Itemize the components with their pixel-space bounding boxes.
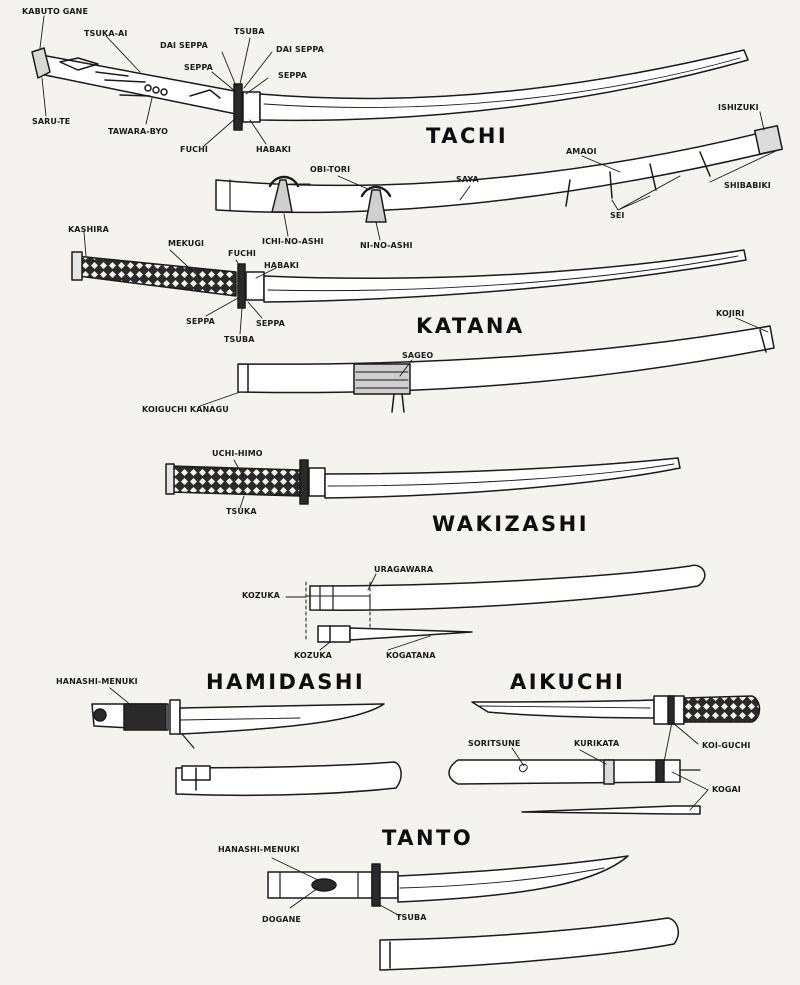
tanto-saya <box>379 917 680 971</box>
tachi-ichi-no-ashi <box>271 179 293 213</box>
label-koi-guchi: KOI-GUCHI <box>702 741 751 750</box>
label-tsuka-ai: TSUKA-AI <box>84 29 128 38</box>
label-habaki-tachi: HABAKI <box>256 145 291 154</box>
label-sei: SEI <box>610 211 625 220</box>
leader-lines <box>39 15 779 917</box>
aikuchi-title: AIKUCHI <box>510 670 626 694</box>
label-kozuka-bottom: KOZUKA <box>294 651 332 660</box>
katana-kashira <box>71 251 83 281</box>
aikuchi-sword <box>471 695 761 725</box>
katana-tsuba <box>237 263 246 309</box>
label-hanashi-menuki-tanto: HANASHI-MENUKI <box>218 845 300 854</box>
label-shibabiki: SHIBABIKI <box>724 181 771 190</box>
katana-sword <box>71 249 747 309</box>
tachi-title: TACHI <box>426 124 509 148</box>
label-tsuka-wakizashi: TSUKA <box>226 507 257 516</box>
katana-blade <box>263 249 747 303</box>
tachi-ni-no-ashi <box>365 189 387 223</box>
tanto-title: TANTO <box>382 826 474 850</box>
label-kojiri: KOJIRI <box>716 309 745 318</box>
label-uchi-himo: UCHI-HIMO <box>212 449 263 458</box>
tachi-ishizuki-fitting <box>753 125 783 155</box>
label-kozuka-top: KOZUKA <box>242 591 280 600</box>
label-kogatana: KOGATANA <box>386 651 436 660</box>
label-ichi-no-ashi: ICHI-NO-ASHI <box>262 237 324 246</box>
hamidashi-saya <box>175 761 402 797</box>
label-fuchi-tachi: FUCHI <box>180 145 209 154</box>
label-soritsune: SORITSUNE <box>468 739 521 748</box>
tanto-scabbard <box>379 917 680 971</box>
label-saya: SAYA <box>456 175 479 184</box>
label-seppa-left-katana: SEPPA <box>186 317 215 326</box>
wakizashi-saya <box>309 564 706 611</box>
katana-title: KATANA <box>416 314 525 338</box>
kozuka-kogatana <box>317 625 473 643</box>
aikuchi-tsuka <box>683 695 761 723</box>
label-saru-te: SARU-TE <box>32 117 71 126</box>
hamidashi-title: HAMIDASHI <box>206 670 366 694</box>
wakizashi-tsuka <box>169 465 301 497</box>
label-dai-seppa-left: DAI SEPPA <box>160 41 208 50</box>
hamidashi-habaki <box>169 699 181 735</box>
label-fuchi-katana: FUCHI <box>228 249 257 258</box>
label-ishizuki: ISHIZUKI <box>718 103 759 112</box>
label-seppa-right-katana: SEPPA <box>256 319 285 328</box>
label-amaoi: AMAOI <box>566 147 597 156</box>
wakizashi-title: WAKIZASHI <box>432 512 590 536</box>
tanto-tsuba <box>371 863 381 907</box>
wakizashi-sword <box>165 457 681 505</box>
label-seppa-right-tachi: SEPPA <box>278 71 307 80</box>
hamidashi-scabbard <box>175 761 402 797</box>
hamidashi-sword <box>91 699 385 749</box>
label-koiguchi-kanagu: KOIGUCHI KANAGU <box>142 405 229 414</box>
label-sageo: SAGEO <box>402 351 434 360</box>
label-uragawara: URAGAWARA <box>374 565 434 574</box>
label-dai-seppa-right: DAI SEPPA <box>276 45 324 54</box>
label-kabuto-gane: KABUTO GANE <box>22 7 89 16</box>
tachi-blade <box>259 49 749 122</box>
katana-sageo-wrap <box>353 363 411 395</box>
label-obi-tori: OBI-TORI <box>310 165 351 174</box>
label-ni-no-ashi: NI-NO-ASHI <box>360 241 413 250</box>
wakizashi-tsuba <box>299 459 309 505</box>
label-tsuba-tachi: TSUBA <box>234 27 265 36</box>
aikuchi-blade <box>471 699 655 719</box>
tachi-sword <box>31 47 749 131</box>
label-tsuba-tanto: TSUBA <box>396 913 427 922</box>
label-tsuba-katana: TSUBA <box>224 335 255 344</box>
label-dogane: DOGANE <box>262 915 301 924</box>
katana-tsuka <box>75 255 237 297</box>
tachi-kabuto-gane <box>31 47 51 79</box>
label-mekugi: MEKUGI <box>168 239 205 248</box>
aikuchi-scabbard <box>448 759 701 815</box>
hamidashi-blade <box>179 703 385 735</box>
tanto-blade <box>397 855 629 903</box>
label-kashira: KASHIRA <box>68 225 109 234</box>
tanto-sword <box>267 855 629 907</box>
label-habaki-katana: HABAKI <box>264 261 299 270</box>
label-kogai: KOGAI <box>712 785 741 794</box>
label-seppa-left-tachi: SEPPA <box>184 63 213 72</box>
wakizashi-blade <box>324 457 681 499</box>
katana-scabbard <box>237 325 775 413</box>
label-kurikata: KURIKATA <box>574 739 620 748</box>
label-hanashi-menuki-hamidashi: HANASHI-MENUKI <box>56 677 138 686</box>
label-tawara-byo: TAWARA-BYO <box>108 127 168 136</box>
aikuchi-saya <box>448 759 681 785</box>
tachi-tsuba <box>233 83 243 131</box>
